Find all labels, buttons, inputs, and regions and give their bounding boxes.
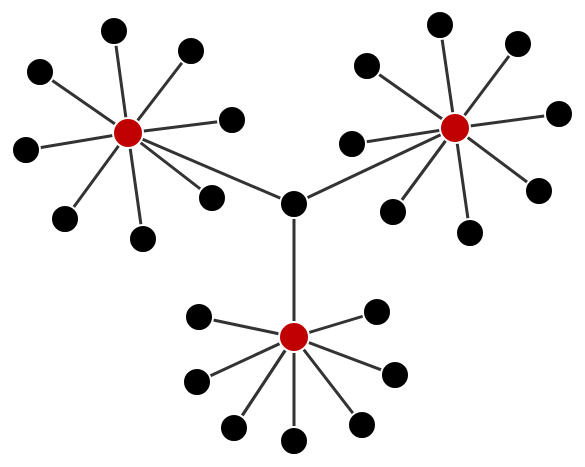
node-right-leaf-6 xyxy=(524,176,554,206)
node-bottom-leaf-6 xyxy=(347,410,377,440)
node-right-leaf-8 xyxy=(455,218,485,248)
edge-hub-bottom-to-bottom-leaf-2 xyxy=(197,315,296,339)
edge-root-to-hub-left xyxy=(126,131,296,206)
edge-hub-left-to-left-leaf-6 xyxy=(126,131,214,200)
edge-hub-left-to-left-leaf-4 xyxy=(126,118,234,135)
node-left-leaf-1 xyxy=(99,16,129,46)
node-bottom-leaf-8 xyxy=(279,426,309,456)
edge-hub-bottom-to-bottom-leaf-6 xyxy=(292,335,364,427)
node-right-leaf-2 xyxy=(503,29,533,59)
edge-hub-left-to-left-leaf-5 xyxy=(24,131,130,152)
nodes-layer xyxy=(11,10,574,456)
node-left-leaf-2 xyxy=(176,36,206,66)
edge-hub-left-to-left-leaf-2 xyxy=(126,49,193,135)
node-hub-right xyxy=(439,112,471,144)
node-left-leaf-3 xyxy=(25,57,55,87)
node-hub-left xyxy=(112,117,144,149)
edge-hub-right-to-right-leaf-2 xyxy=(453,42,520,130)
node-left-leaf-6 xyxy=(197,183,227,213)
edge-root-to-hub-right xyxy=(292,126,457,206)
node-root xyxy=(279,189,309,219)
edge-hub-right-to-right-leaf-4 xyxy=(453,112,561,130)
edge-hub-left-to-left-leaf-7 xyxy=(63,131,130,221)
node-right-leaf-9 xyxy=(378,197,408,227)
node-bottom-leaf-1 xyxy=(362,297,392,327)
edge-hub-bottom-to-bottom-leaf-9 xyxy=(232,335,296,430)
node-left-leaf-4 xyxy=(217,105,247,135)
node-left-leaf-8 xyxy=(128,224,158,254)
edges-layer xyxy=(24,23,561,443)
edge-hub-bottom-to-bottom-leaf-3 xyxy=(292,335,397,377)
node-bottom-leaf-3 xyxy=(380,360,410,390)
node-right-leaf-5 xyxy=(337,129,367,159)
edge-hub-right-to-right-leaf-8 xyxy=(453,126,472,235)
edge-hub-right-to-right-leaf-3 xyxy=(365,64,457,130)
edge-hub-right-to-right-leaf-1 xyxy=(438,23,457,130)
edge-hub-left-to-left-leaf-1 xyxy=(112,29,130,135)
edge-hub-right-to-right-leaf-9 xyxy=(391,126,457,214)
edge-hub-left-to-left-leaf-8 xyxy=(126,131,145,241)
edge-hub-bottom-to-bottom-leaf-4 xyxy=(195,335,296,384)
node-right-leaf-1 xyxy=(425,10,455,40)
node-bottom-leaf-4 xyxy=(182,367,212,397)
edge-hub-right-to-right-leaf-5 xyxy=(350,126,457,146)
node-hub-bottom xyxy=(278,321,310,353)
node-right-leaf-3 xyxy=(352,51,382,81)
node-bottom-leaf-9 xyxy=(219,413,249,443)
node-right-leaf-4 xyxy=(544,99,574,129)
node-left-leaf-7 xyxy=(50,204,80,234)
edge-hub-right-to-right-leaf-6 xyxy=(453,126,541,193)
edge-hub-left-to-left-leaf-3 xyxy=(38,70,130,135)
node-bottom-leaf-2 xyxy=(184,302,214,332)
node-left-leaf-5 xyxy=(11,135,41,165)
